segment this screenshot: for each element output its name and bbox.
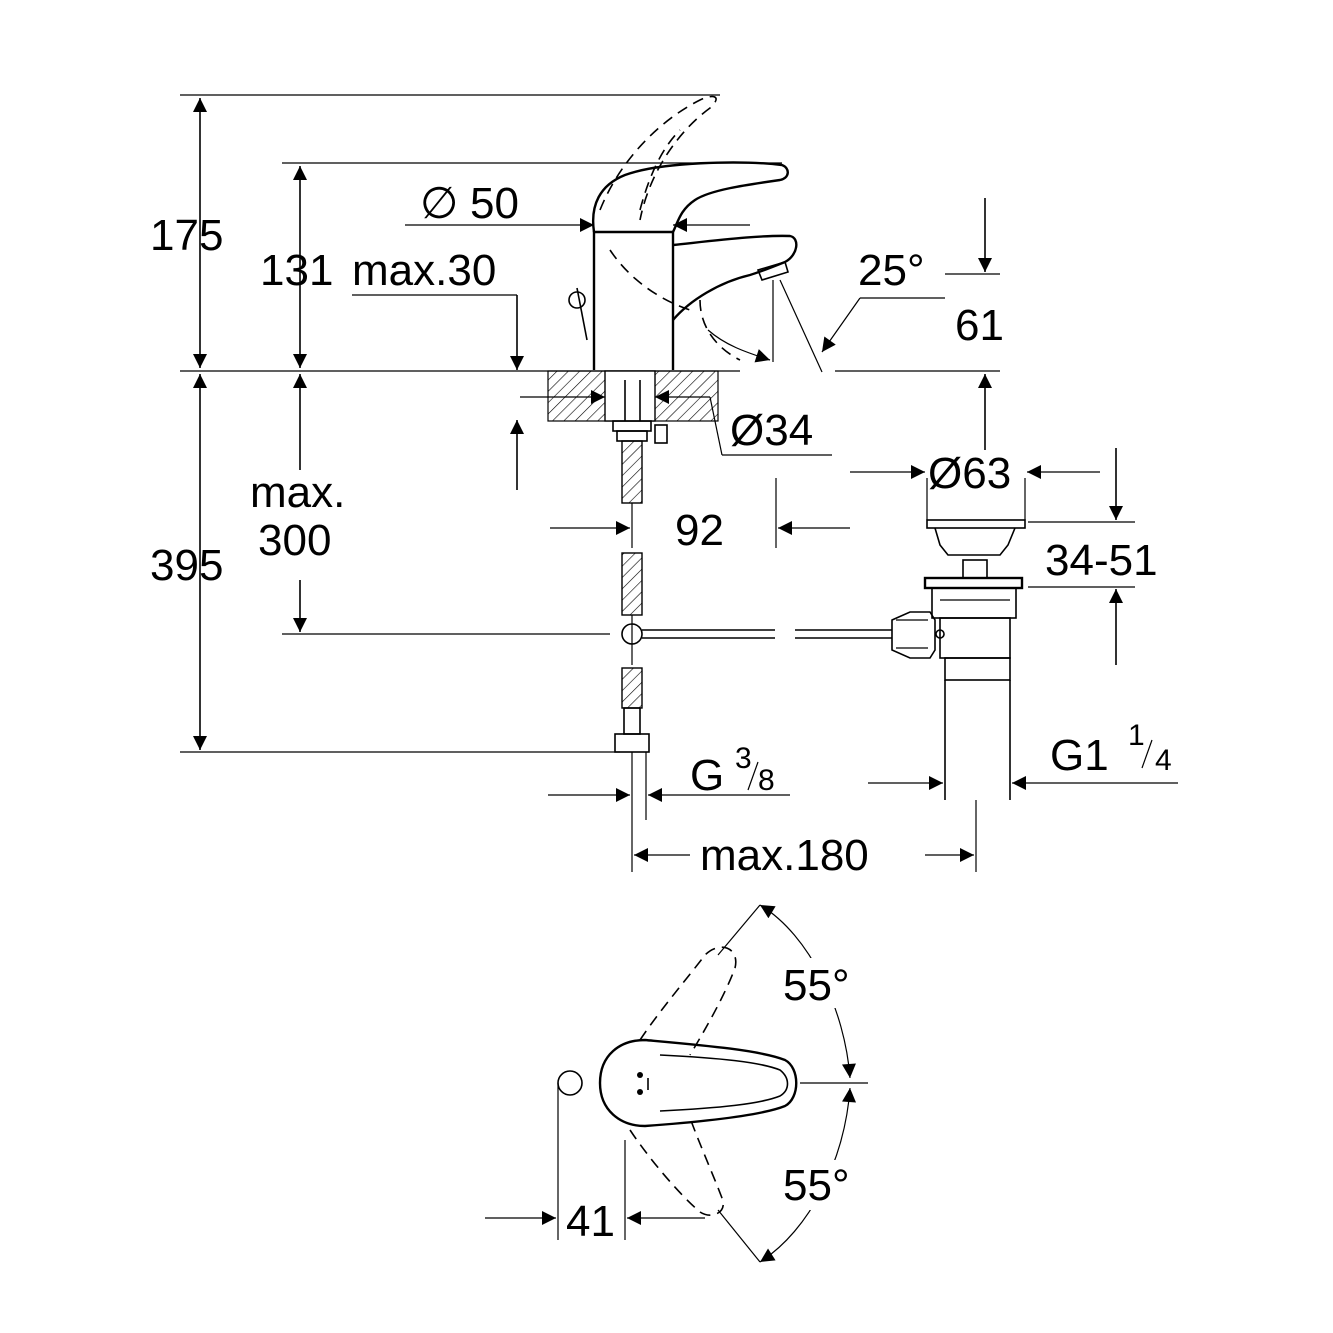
dimension-131: 131 <box>260 162 782 368</box>
label-41: 41 <box>566 1197 615 1246</box>
dimension-g-3-8: G 3 8 <box>548 742 790 802</box>
label-diameter-63: Ø63 <box>928 449 1011 498</box>
dimension-diameter-63: Ø63 <box>850 449 1100 520</box>
faucet-top-view: 55° 55° <box>557 904 870 1263</box>
label-25-deg: 25° <box>858 246 925 295</box>
label-55-top: 55° <box>783 961 850 1010</box>
dimension-g1-1-4: G1 1 4 <box>868 719 1178 790</box>
label-g-numerator: 3 <box>735 742 752 775</box>
dimension-diameter-50: ∅ 50 <box>405 179 750 232</box>
label-max: max. <box>250 468 345 517</box>
dimension-diameter-34: Ø34 <box>520 390 832 456</box>
faucet-side-view <box>568 95 798 370</box>
dimension-175: 175 <box>150 94 720 368</box>
label-max-30: max.30 <box>352 246 496 295</box>
symbol-diameter-50: ∅ <box>420 179 458 228</box>
label-395: 395 <box>150 541 223 590</box>
dimension-max-180: max.180 <box>631 800 977 880</box>
drain-assembly <box>891 519 1026 800</box>
label-50: 50 <box>470 179 519 228</box>
counter-section <box>547 370 719 444</box>
dimension-34-51: 34-51 <box>1028 448 1158 665</box>
dimension-395: 395 <box>150 374 620 753</box>
label-max-180: max.180 <box>700 831 869 880</box>
label-55-bottom: 55° <box>783 1161 850 1210</box>
label-175: 175 <box>150 211 223 260</box>
label-g1-denominator: 4 <box>1155 744 1172 777</box>
label-61: 61 <box>955 301 1004 350</box>
dimension-angle-25: 25° <box>707 246 945 373</box>
dimension-max-300: max. 300 <box>240 374 610 635</box>
dimension-61: 61 <box>945 198 1004 450</box>
label-92: 92 <box>675 506 724 555</box>
label-131: 131 <box>260 246 333 295</box>
supply-hose <box>614 440 650 820</box>
label-diameter-34: Ø34 <box>730 406 813 455</box>
label-g1: G1 <box>1050 731 1109 780</box>
dimension-41: 41 <box>485 1083 705 1246</box>
dimension-max-30: max.30 <box>352 246 524 490</box>
label-g1-numerator: 1 <box>1128 719 1145 752</box>
label-g-denominator: 8 <box>758 764 775 797</box>
dimension-92: 92 <box>550 478 850 555</box>
label-300: 300 <box>258 516 331 565</box>
label-34-51: 34-51 <box>1045 536 1158 585</box>
label-g: G <box>690 751 724 800</box>
pull-rod <box>621 623 892 645</box>
